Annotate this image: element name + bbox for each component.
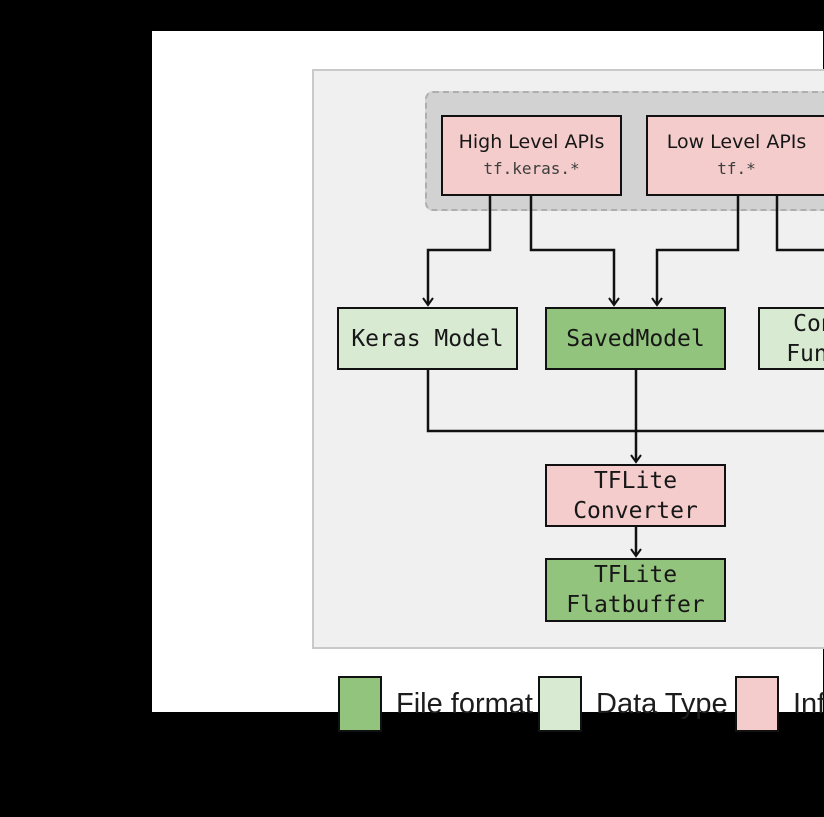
node-tflite-converter: TFLite Converter xyxy=(545,464,726,527)
tflite-flatbuffer-label-line1: TFLite xyxy=(593,562,678,588)
low-level-apis-code: tf.* xyxy=(717,159,756,178)
node-saved-model: SavedModel xyxy=(545,307,726,370)
legend-item-file-format: File format xyxy=(338,676,533,732)
concrete-functions-label-line1: Concrete xyxy=(793,310,824,337)
legend-label-data-type: Data Type xyxy=(596,687,728,720)
low-level-apis-title: Low Level APIs xyxy=(666,131,807,153)
figure-content-area: High Level APIs tf.keras.* Low Level API… xyxy=(152,31,824,732)
node-tflite-flatbuffer: TFLite Flatbuffer xyxy=(545,558,726,622)
legend-swatch-file-format xyxy=(338,676,382,732)
tflite-converter-label-line1: TFLite xyxy=(593,467,678,494)
node-concrete-functions: Concrete Functions xyxy=(758,307,824,370)
legend-swatch-data-type xyxy=(538,676,582,732)
legend-label-infrastructure: Infrastructure xyxy=(793,687,824,720)
legend-item-infrastructure: Infrastructure xyxy=(735,676,824,732)
saved-model-label: SavedModel xyxy=(566,325,705,352)
legend-swatch-infrastructure xyxy=(735,676,779,732)
node-low-level-apis: Low Level APIs tf.* xyxy=(646,115,824,196)
keras-model-label: Keras Model xyxy=(351,325,504,352)
legend-item-data-type: Data Type xyxy=(538,676,728,732)
concrete-functions-label-line2: Functions xyxy=(786,340,824,367)
tflite-converter-label-line2: Converter xyxy=(573,497,698,524)
node-keras-model: Keras Model xyxy=(337,307,518,370)
node-high-level-apis: High Level APIs tf.keras.* xyxy=(441,115,622,196)
tflite-flatbuffer-label-line2: Flatbuffer xyxy=(566,592,705,618)
high-level-apis-title: High Level APIs xyxy=(458,131,605,153)
high-level-apis-code: tf.keras.* xyxy=(483,159,580,178)
legend-label-file-format: File format xyxy=(396,687,533,720)
